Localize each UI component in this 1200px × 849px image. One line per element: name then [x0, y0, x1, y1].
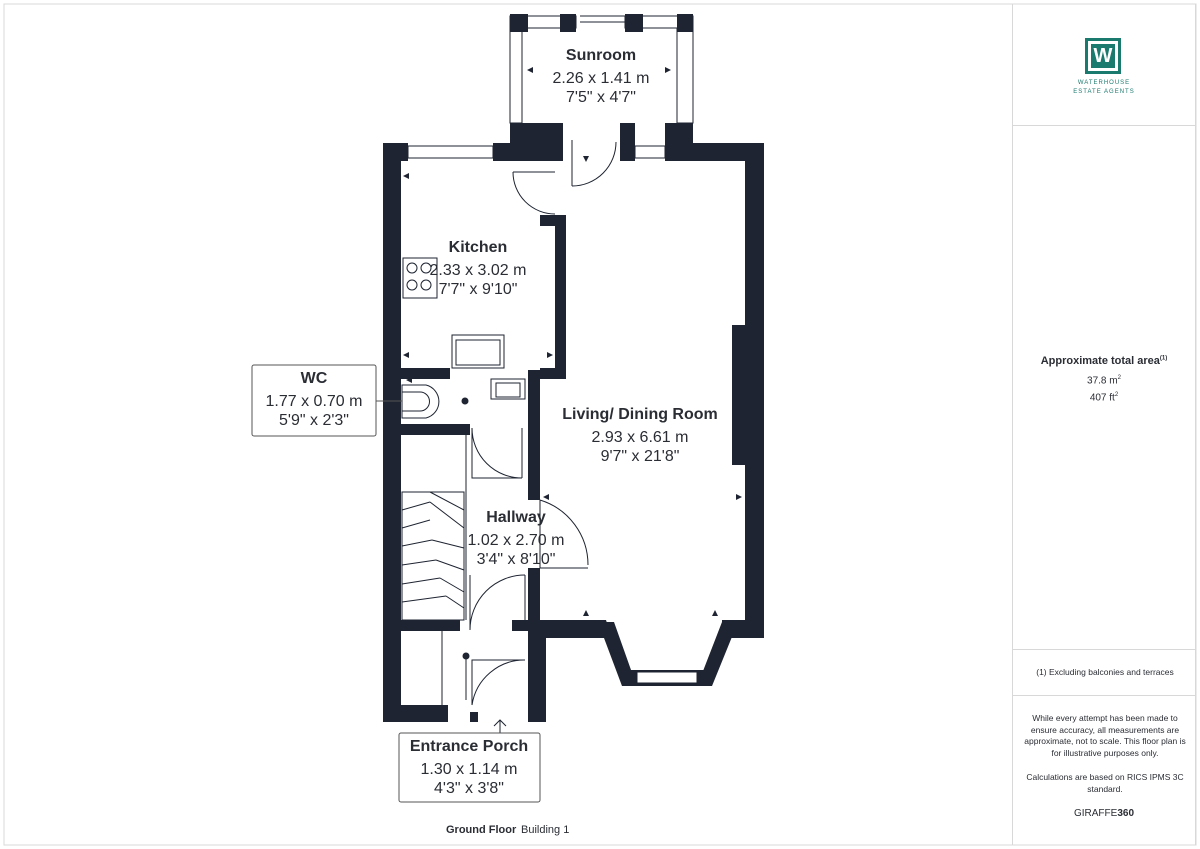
hall-door-swing [469, 574, 526, 631]
divider [1013, 125, 1195, 126]
hob-ring [406, 279, 418, 291]
kitchen-name: Kitchen [449, 239, 508, 256]
credit-word: GIRAFFE [1073, 808, 1118, 819]
kitchen-imperial: 7'7" x 9'10" [439, 281, 518, 298]
sunroom-imperial: 7'5" x 4'7" [566, 89, 636, 106]
living-imperial: 9'7" x 21'8" [601, 448, 680, 465]
wc-imperial: 5'9" x 2'3" [279, 412, 349, 429]
hob-ring [420, 262, 432, 274]
total-area-sqft-value: 407 ft [1089, 392, 1115, 404]
wall-porch-right [528, 630, 546, 722]
divider [1013, 649, 1195, 650]
fixtures [401, 257, 526, 419]
measurement-markers [403, 67, 742, 631]
kitchen-metric: 2.33 x 3.02 m [430, 262, 527, 279]
brand-tagline: ESTATE AGENTS [1073, 89, 1135, 95]
living-metric: 2.93 x 6.61 m [592, 429, 689, 446]
brand-logo-initial: W [1091, 44, 1115, 68]
page-frame [3, 3, 1197, 846]
wall-sunroom-left-pier [510, 123, 563, 161]
wc-light-point [461, 397, 469, 405]
hob-ring [406, 262, 418, 274]
info-panel: W WATERHOUSE ESTATE AGENTS Approximate t… [1012, 4, 1196, 845]
wc-metric: 1.77 x 0.70 m [266, 393, 363, 410]
total-area-title-text: Approximate total area [1040, 355, 1160, 367]
porch-name: Entrance Porch [410, 738, 528, 755]
living-door-swing [539, 499, 589, 569]
giraffe360-credit: GIRAFFE360 [1013, 808, 1195, 819]
credit-number: 360 [1117, 808, 1135, 819]
wall-left [383, 143, 401, 722]
hallway-metric: 1.02 x 2.70 m [468, 532, 565, 549]
porch-metric: 1.30 x 1.14 m [421, 761, 518, 778]
hallway-imperial: 3'4" x 8'10" [477, 551, 556, 568]
wall-right [745, 143, 764, 638]
total-area-sqm-value: 37.8 m [1087, 375, 1118, 387]
entrance-arrow [493, 719, 507, 733]
floor-caption: Ground Floor [446, 824, 517, 836]
total-area-sqft: 407 ft2 [1013, 392, 1195, 403]
wc-name: WC [301, 370, 328, 387]
doors [441, 140, 617, 706]
wc-door-swing [471, 427, 523, 479]
chimney-breast [732, 325, 746, 465]
calculation-note: Calculations are based on RICS IPMS 3C s… [1026, 772, 1184, 794]
total-area-footnote-mark: (1) [1159, 355, 1168, 362]
kitchen-door-swing [512, 171, 556, 215]
sqft-superscript: 2 [1114, 392, 1119, 398]
room-labels: Sunroom 2.26 x 1.41 m 7'5" x 4'7" Kitche… [266, 47, 718, 797]
total-area-title: Approximate total area(1) [1013, 355, 1195, 367]
hob-ring [420, 279, 432, 291]
sunroom-metric: 2.26 x 1.41 m [553, 70, 650, 87]
window-corners [510, 14, 693, 32]
divider [1013, 695, 1195, 696]
porch-door-swing [471, 659, 526, 706]
sunroom-name: Sunroom [566, 47, 636, 64]
disclaimer-note: While every attempt has been made to ens… [1024, 713, 1186, 758]
sunroom-door-swing [571, 140, 617, 187]
wall-kitchen-right [555, 215, 566, 378]
sqm-superscript: 2 [1117, 375, 1121, 381]
staircase [401, 491, 465, 621]
total-area-sqm: 37.8 m2 [1013, 375, 1195, 386]
porch-label-box [398, 732, 541, 803]
excluding-note: (1) Excluding balconies and terraces [1036, 667, 1174, 677]
porch-imperial: 4'3" x 3'8" [434, 780, 504, 797]
wall-bottom-left [383, 705, 448, 722]
wall-hall-right [528, 370, 540, 500]
walls [383, 123, 764, 722]
living-name: Living/ Dining Room [562, 406, 718, 423]
hallway-name: Hallway [486, 509, 546, 526]
brand-logo: W [1085, 38, 1121, 74]
brand-name: WATERHOUSE [1077, 80, 1131, 86]
building-caption: Building 1 [521, 824, 569, 836]
